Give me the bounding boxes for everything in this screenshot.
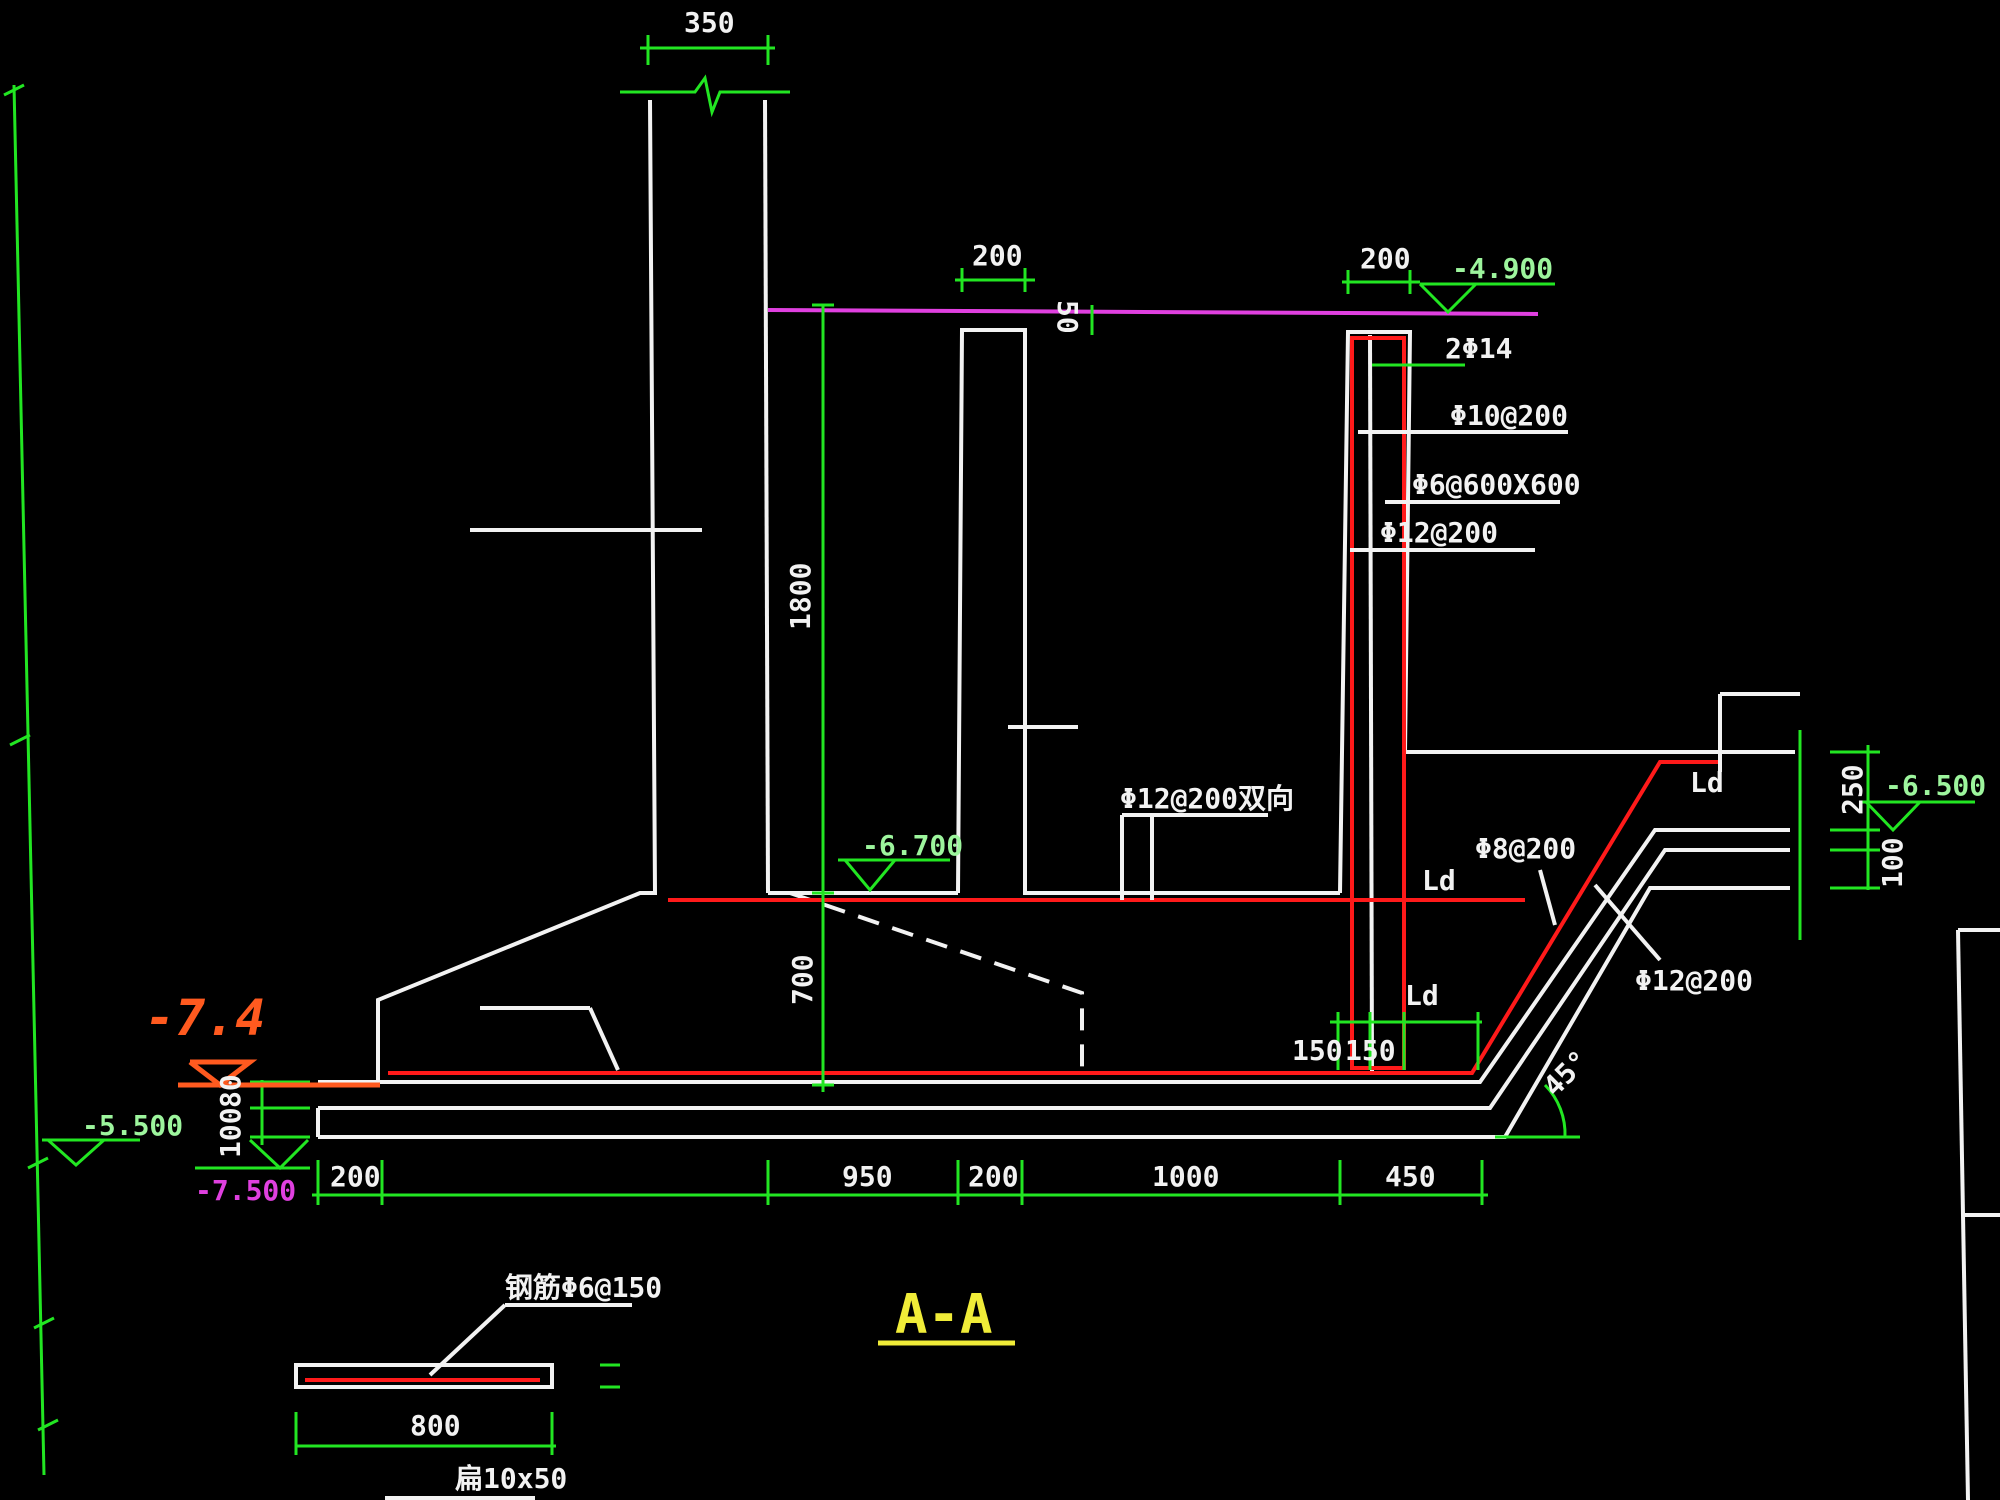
rebar-lines	[305, 336, 1720, 1382]
label-rebar-8: Φ8@200	[1475, 832, 1576, 865]
elevation-bottom: -7.500	[195, 1174, 296, 1207]
dim-column-top: 200	[972, 239, 1023, 272]
elevation-left: -5.500	[82, 1109, 183, 1142]
dim-right-wall-top: 200	[1360, 242, 1411, 275]
middle-column	[956, 328, 1340, 895]
dim-bottom-950: 950	[842, 1160, 893, 1193]
label-lap-3: Ld	[1405, 979, 1439, 1012]
dashed-slope	[789, 891, 1084, 1080]
slab-layer-3	[318, 886, 1790, 1139]
dim-small-150a: 150	[1292, 1034, 1343, 1067]
dim-height-100: 100	[214, 1107, 247, 1158]
label-rebar-12-dir: Φ12@200双向	[1120, 782, 1294, 815]
label-rebar-12: Φ12@200	[1380, 516, 1498, 549]
slab-layer-2	[318, 848, 1790, 1110]
elevation-slab: -6.700	[862, 829, 963, 862]
dim-angle: 45°	[1537, 1044, 1596, 1103]
dim-bottom-200b: 200	[968, 1160, 1019, 1193]
section-title: A-A	[895, 1283, 993, 1346]
dim-height-100b: 100	[1876, 837, 1909, 888]
elevation-right: -6.500	[1885, 769, 1986, 802]
dim-height-250: 250	[1836, 764, 1869, 815]
right-wall	[1338, 330, 1795, 894]
label-rebar-top: 2Φ14	[1445, 332, 1512, 365]
dimension-lines	[42, 35, 1975, 1455]
label-strip: 钢筋Φ6@150	[505, 1271, 662, 1304]
top-reference-line	[767, 308, 1539, 316]
label-rebar-12b: Φ12@200	[1635, 964, 1753, 997]
markup-level-symbol	[178, 1059, 380, 1089]
dim-wall-top: 350	[684, 6, 735, 39]
label-lap-2: Ld	[1422, 864, 1456, 897]
plate-section	[294, 1363, 554, 1389]
dim-height-700: 700	[786, 954, 819, 1005]
left-tall-wall	[376, 99, 658, 1082]
structure-outline	[294, 99, 1795, 1389]
slab-layer-1	[318, 828, 1790, 1084]
label-rebar-6: Φ6@600X600	[1412, 468, 1581, 501]
dim-height-1800: 1800	[784, 563, 817, 630]
dim-plate-thk: 80	[214, 1074, 247, 1108]
dim-bottom-450: 450	[1385, 1160, 1436, 1193]
label-plate: 扁10x50	[455, 1462, 567, 1495]
label-rebar-10: Φ10@200	[1450, 399, 1568, 432]
leader-lines	[385, 363, 2000, 1500]
dim-bottom-200: 200	[330, 1160, 381, 1193]
dim-small-50: 50	[1051, 300, 1084, 334]
elevation-top: -4.900	[1452, 252, 1553, 285]
markup-elevation-note: -7.4	[145, 989, 265, 1047]
left-dimension-chain	[3, 83, 59, 1476]
dim-small-150b: 150	[1345, 1034, 1396, 1067]
right-wall-inner-line	[1368, 334, 1374, 1073]
label-lap-1: Ld	[1690, 766, 1724, 799]
dim-plate-800: 800	[410, 1409, 461, 1442]
dim-bottom-1000: 1000	[1152, 1160, 1219, 1193]
